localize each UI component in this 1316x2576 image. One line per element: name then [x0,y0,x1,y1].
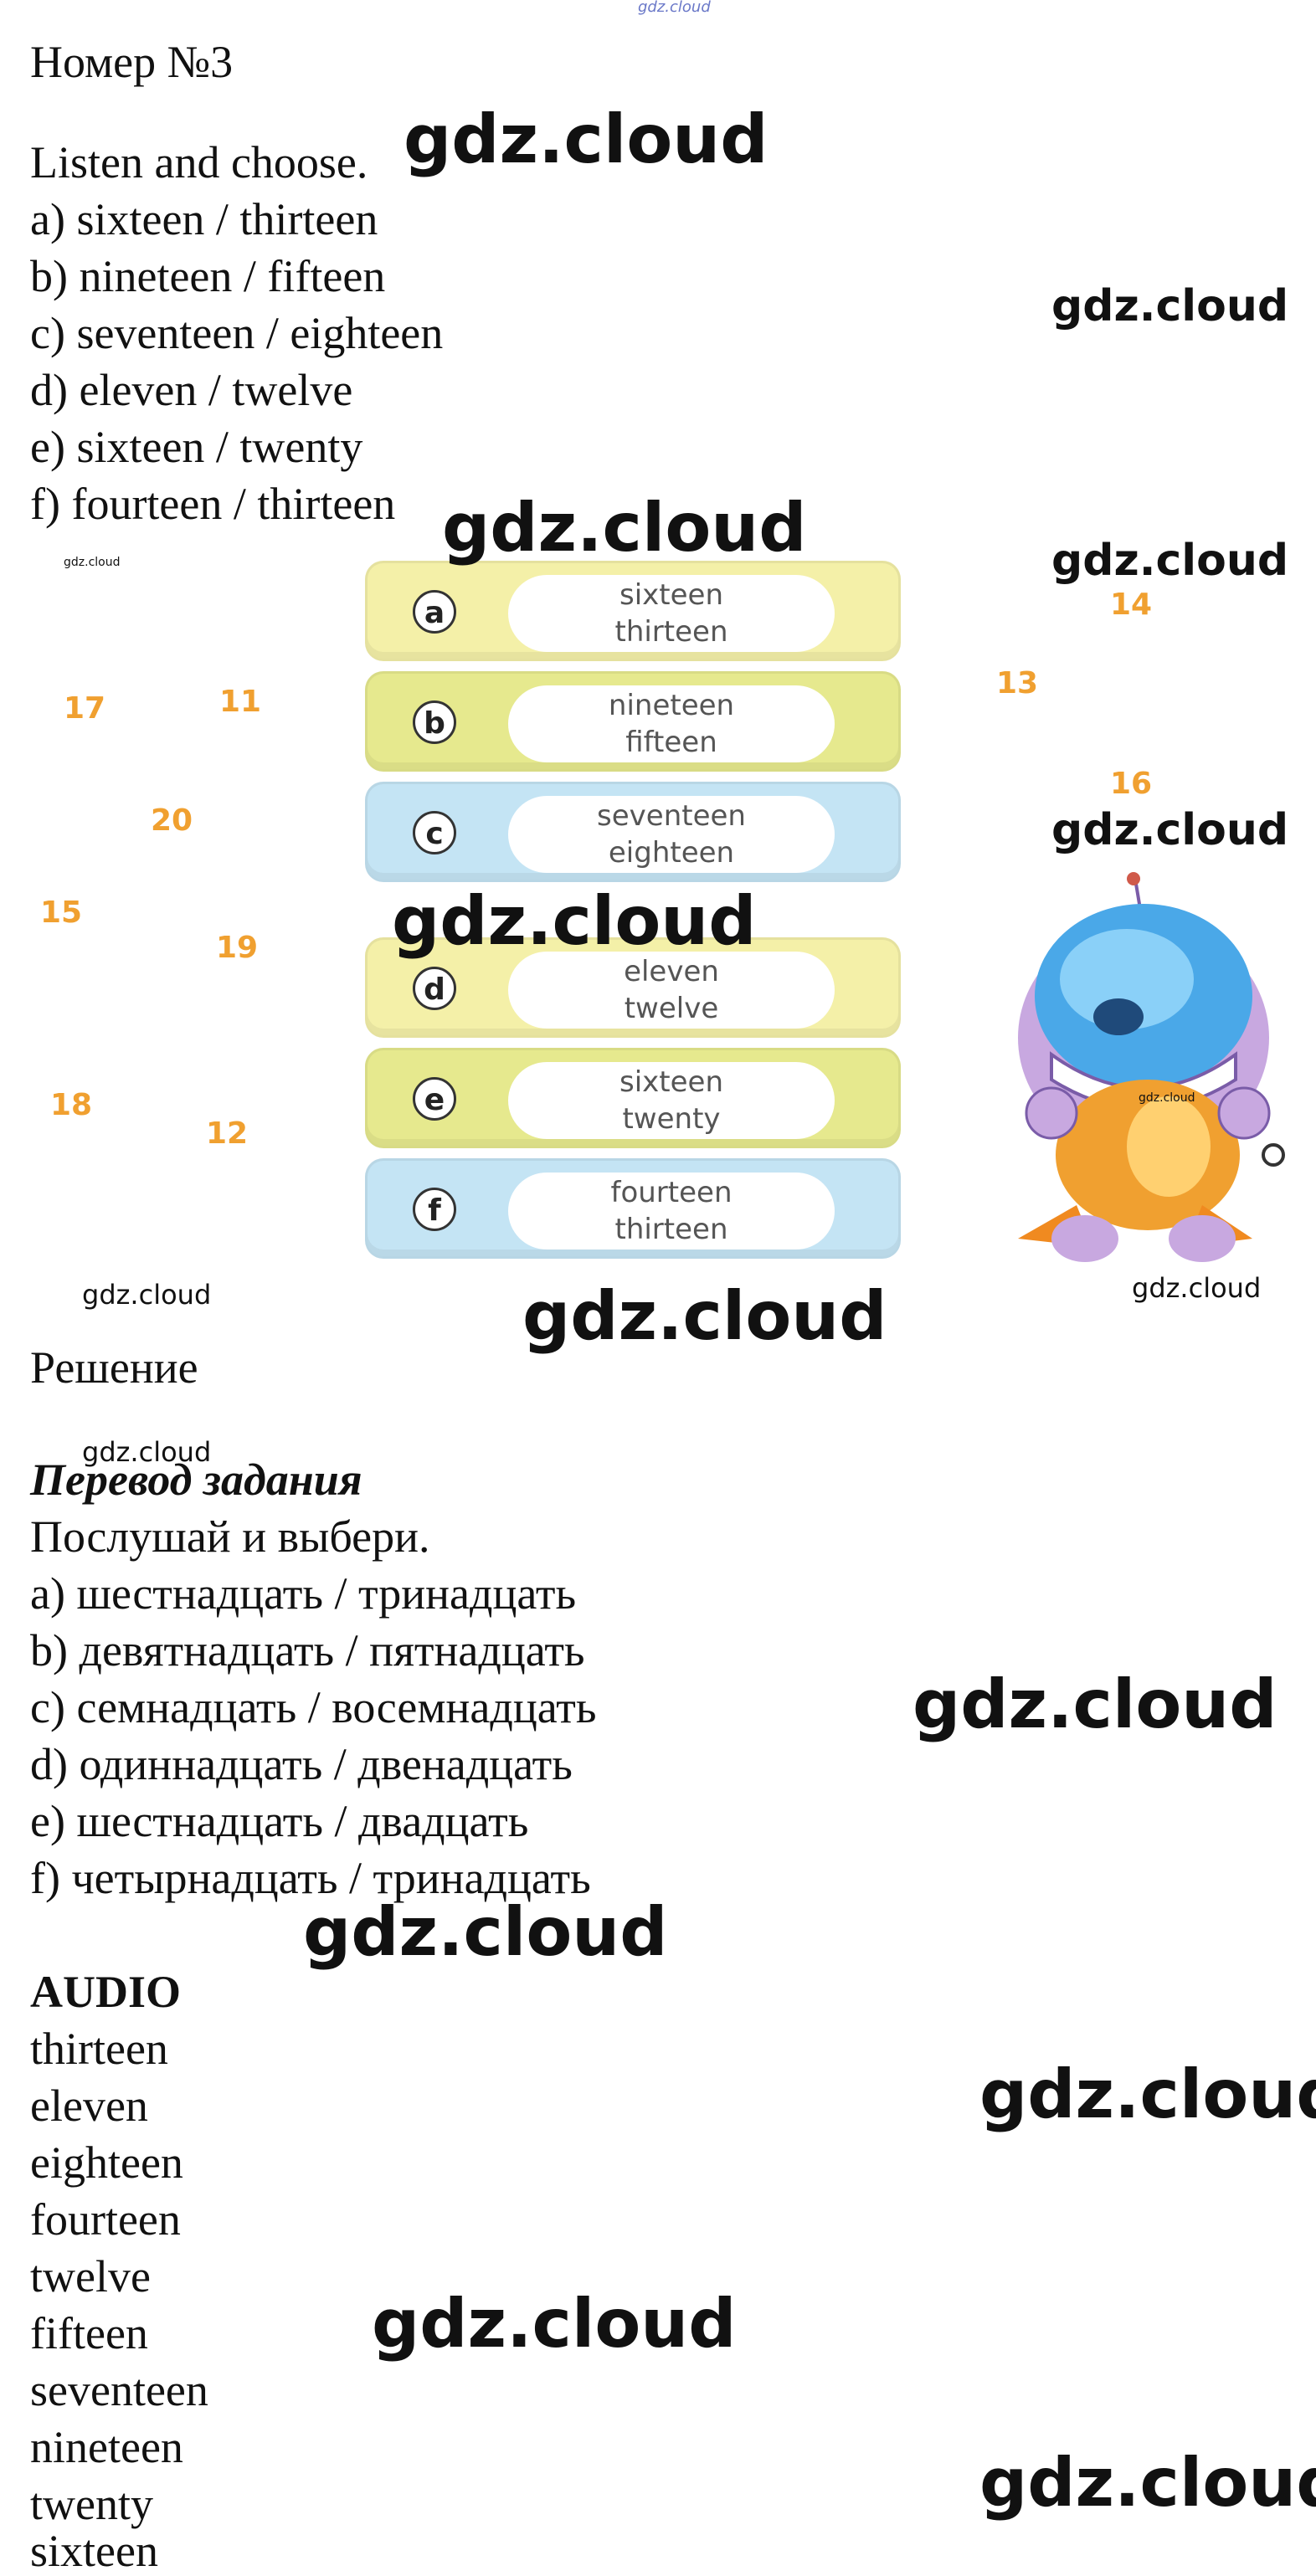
number-label: 18 [50,1088,93,1122]
number-label: 14 [1110,588,1153,622]
watermark: gdz.cloud [82,1436,212,1468]
card-letter: e [413,1077,456,1121]
card-letter: b [413,700,456,744]
translation-option: f) четырнадцать / тринадцать [30,1853,591,1903]
watermark: gdz.cloud [1132,1272,1262,1304]
translation-option: d) одиннадцать / двенадцать [30,1739,573,1789]
card-letter: a [413,590,456,634]
card-word-bottom: twenty [622,1102,721,1136]
card-pill: fourteen thirteen [508,1173,835,1250]
watermark: gdz.cloud [442,489,807,567]
watermark: gdz.cloud [1139,1091,1195,1105]
card-word-bottom: twelve [624,992,719,1025]
watermark: gdz.cloud [979,2055,1316,2133]
watermark: gdz.cloud [392,882,757,960]
task-option: d) eleven / twelve [30,365,353,415]
number-label: 11 [219,685,262,719]
watermark: gdz.cloud [1051,805,1289,855]
watermark: gdz.cloud [522,1277,887,1355]
card-word-top: sixteen [619,578,723,612]
card-word-bottom: fifteen [625,726,717,759]
audio-word: sixteen [30,2526,158,2576]
number-label: 19 [216,931,259,965]
watermark: gdz.cloud [979,2444,1316,2522]
card-letter: f [413,1188,456,1231]
translation-option: a) шестнадцать / тринадцать [30,1568,577,1619]
audio-word: fourteen [30,2194,181,2245]
watermark: gdz.cloud [1051,536,1289,586]
translation-instruction: Послушай и выбери. [30,1511,430,1562]
card-word-top: fourteen [610,1176,733,1209]
card-letter: d [413,967,456,1010]
number-label: 15 [40,895,83,930]
solution-heading: Решение [30,1342,198,1393]
audio-word: twenty [30,2479,153,2529]
choice-card-b: b nineteen fifteen [365,671,901,772]
task-option: f) fourteen / thirteen [30,479,396,529]
number-label: 12 [206,1116,249,1151]
card-word-top: nineteen [608,689,735,722]
number-label: 17 [64,691,106,726]
watermark: gdz.cloud [82,1279,212,1311]
watermark-top: gdz.cloud [638,0,711,16]
audio-heading: AUDIO [30,1967,182,2017]
card-word-bottom: thirteen [614,1213,728,1246]
card-letter: c [413,811,456,854]
translation-option: e) шестнадцать / двадцать [30,1796,529,1846]
translation-option: c) семнадцать / восемнадцать [30,1682,597,1732]
audio-word: twelve [30,2251,151,2301]
audio-word: thirteen [30,2024,168,2074]
translation-heading: Перевод задания [30,1455,362,1505]
audio-word: eighteen [30,2137,183,2188]
card-pill: eleven twelve [508,952,835,1029]
audio-word: eleven [30,2081,148,2131]
choice-card-f: f fourteen thirteen [365,1158,901,1259]
number-label: 20 [151,803,193,838]
task-option: c) seventeen / eighteen [30,308,444,358]
audio-word: fifteen [30,2308,148,2358]
robot-illustration [1018,872,1285,1262]
task-instruction: Listen and choose. [30,137,368,187]
choice-card-d: d eleven twelve [365,937,901,1038]
card-word-top: sixteen [619,1065,723,1099]
card-word-bottom: thirteen [614,615,728,649]
audio-word: nineteen [30,2422,183,2472]
watermark: gdz.cloud [1051,281,1289,331]
number-label: 13 [996,666,1039,700]
card-word-bottom: eighteen [608,836,735,870]
watermark: gdz.cloud [64,556,121,569]
card-word-top: seventeen [597,799,746,833]
card-pill: nineteen fifteen [508,685,835,762]
watermark: gdz.cloud [303,1893,668,1971]
watermark: gdz.cloud [372,2285,737,2363]
task-option: b) nineteen / fifteen [30,251,386,301]
audio-word: seventeen [30,2365,208,2415]
watermark: gdz.cloud [404,100,769,178]
number-label: 16 [1110,767,1153,801]
card-word-top: eleven [624,955,719,988]
page-title: Номер №3 [30,37,234,87]
task-option: a) sixteen / thirteen [30,194,378,244]
task-option: e) sixteen / twenty [30,422,363,472]
translation-option: b) девятнадцать / пятнадцать [30,1625,585,1675]
watermark: gdz.cloud [912,1665,1277,1743]
